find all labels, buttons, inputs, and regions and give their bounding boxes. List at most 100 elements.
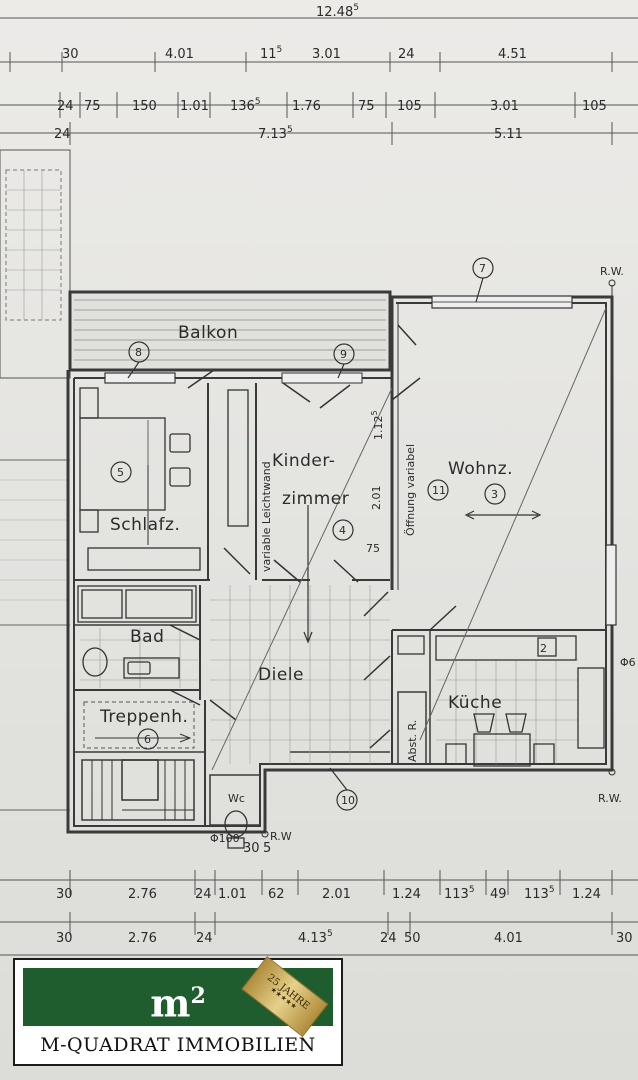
row3-dim-0: 24 [54,127,71,142]
brow2-dim-5: 50 [404,931,421,946]
dim-bottom-row-1: 30 2.76 24 1.01 62 2.01 1.24 1135 49 1135 1.24 [56,885,601,902]
kitchen-furniture [397,635,605,767]
brow1-dim-5: 2.01 [322,887,351,902]
brow1-dim-2: 24 [195,887,212,902]
brow2-dim-3: 4.135 [298,929,333,946]
note-kinder-dim-2: 2.01 [370,486,383,511]
row2-dim-1: 75 [84,99,101,114]
marker-6: 6 [144,733,151,746]
brow2-dim-7: 30 [616,931,633,946]
room-kueche: Küche [448,693,502,713]
top-dimension-lines [0,17,638,145]
bottom-rw: R.W [270,830,292,843]
row2-dim-3: 1.01 [180,99,209,114]
brow1-dim-10: 1.24 [572,887,601,902]
row3-dim-1: 7.135 [258,125,293,142]
top-dimension-text: 12.485 30 4.01 115 3.01 24 4.51 24 75 150 1.01 13… [54,3,607,142]
marker-9: 9 [340,348,347,361]
room-labels: Balkon Schlafz. Kinder- zimmer Wohnz. Ba… [99,323,513,805]
row2-dim-8: 3.01 [490,99,519,114]
row1-dim-3: 3.01 [312,47,341,62]
note-oeffnung: Öffnung variabel [404,444,417,536]
row1-dim-5: 4.51 [498,47,527,62]
brow1-dim-7: 1135 [444,885,475,902]
brow2-dim-1: 2.76 [128,931,157,946]
bottom-dimension-lines [0,870,638,956]
reference-marker-labels: 7 8 9 5 4 11 3 6 10 2 [117,262,547,807]
row1-dim-0: 30 [62,47,79,62]
row2-dim-6: 75 [358,99,375,114]
row2-dim-0: 24 [57,99,74,114]
brow0-dim-0: 30 [243,841,260,856]
plan-notes: variable Leichtwand Öffnung variabel 1.1… [210,265,636,845]
marker-phi: Φ6 [620,656,636,669]
row1-dim-2: 115 [260,45,282,62]
bottom-pipe: Φ100 [210,832,240,845]
marker-10: 10 [341,794,355,807]
bathroom-fixtures [77,585,248,849]
bedroom-furniture [79,387,249,571]
dim-row-3: 24 7.135 5.11 [54,125,523,142]
marker-7: 7 [479,262,486,275]
brow1-dim-6: 1.24 [392,887,421,902]
room-kinderzimmer-2: zimmer [282,489,349,509]
company-name: M-QUADRAT IMMOBILIEN [40,1034,316,1056]
door-swings [169,324,542,749]
floor-tiling [80,585,578,764]
marker-2: 2 [540,642,547,655]
balcony-area [68,290,392,372]
row2-dim-5: 1.76 [292,99,321,114]
row1-dim-1: 4.01 [165,47,194,62]
brow1-dim-4: 62 [268,887,285,902]
brow2-dim-0: 30 [56,931,73,946]
row2-dim-2: 150 [132,99,157,114]
neighbour-unit [0,149,71,811]
room-abstellraum: Abst. R. [406,720,419,762]
brow2-dim-2: 24 [196,931,213,946]
logo-mark: m2 [150,980,206,1026]
marker-5: 5 [117,466,124,479]
marker-rw-bottom: R.W. [598,792,622,805]
reference-markers [110,257,506,811]
staircase [83,701,195,820]
note-leichtwand: variable Leichtwand [260,461,273,572]
company-logo: m2 M-QUADRAT IMMOBILIEN 25 JAHRE ★★★★★ [13,956,343,1066]
marker-11: 11 [432,484,446,497]
row3-dim-2: 5.11 [494,127,523,142]
brow1-dim-1: 2.76 [128,887,157,902]
floor-plan-drawing: 7 8 9 5 4 11 3 6 10 2 Balkon Schlafz. Ki… [0,3,638,956]
row2-dim-9: 105 [582,99,607,114]
note-kinder-dim-1: 1.125 [370,410,385,440]
brow2-dim-4: 24 [380,931,397,946]
marker-3: 3 [491,488,498,501]
dim-overall: 12.485 [316,3,359,20]
brow1-dim-0: 30 [56,887,73,902]
dim-row-2: 24 75 150 1.01 1365 1.76 75 105 3.01 105 [57,97,607,114]
room-kinderzimmer-1: Kinder- [272,451,335,471]
dim-row-1: 30 4.01 115 3.01 24 4.51 [62,45,527,62]
row2-dim-4: 1365 [230,97,261,114]
brow2-dim-6: 4.01 [494,931,523,946]
dim-bottom-row-2: 30 2.76 24 4.135 24 50 4.01 30 [56,929,633,946]
outer-walls [66,279,616,838]
room-diele: Diele [258,665,304,685]
marker-4: 4 [339,524,346,537]
row1-dim-4: 24 [398,47,415,62]
section-lines [147,307,607,771]
room-schlafzimmer: Schlafz. [110,515,180,535]
room-bad: Bad [130,627,164,647]
brow1-dim-3: 1.01 [218,887,247,902]
marker-rw-top: R.W. [600,265,624,278]
room-wohnzimmer: Wohnz. [448,459,513,479]
brow0-dim-1: 5 [263,841,271,856]
room-treppenhaus: Treppenh. [99,707,188,727]
room-wc: Wc [228,792,245,805]
windows [104,295,617,626]
brow1-dim-8: 49 [490,887,507,902]
brow1-dim-9: 1135 [524,885,555,902]
marker-8: 8 [135,346,142,359]
row2-dim-7: 105 [397,99,422,114]
